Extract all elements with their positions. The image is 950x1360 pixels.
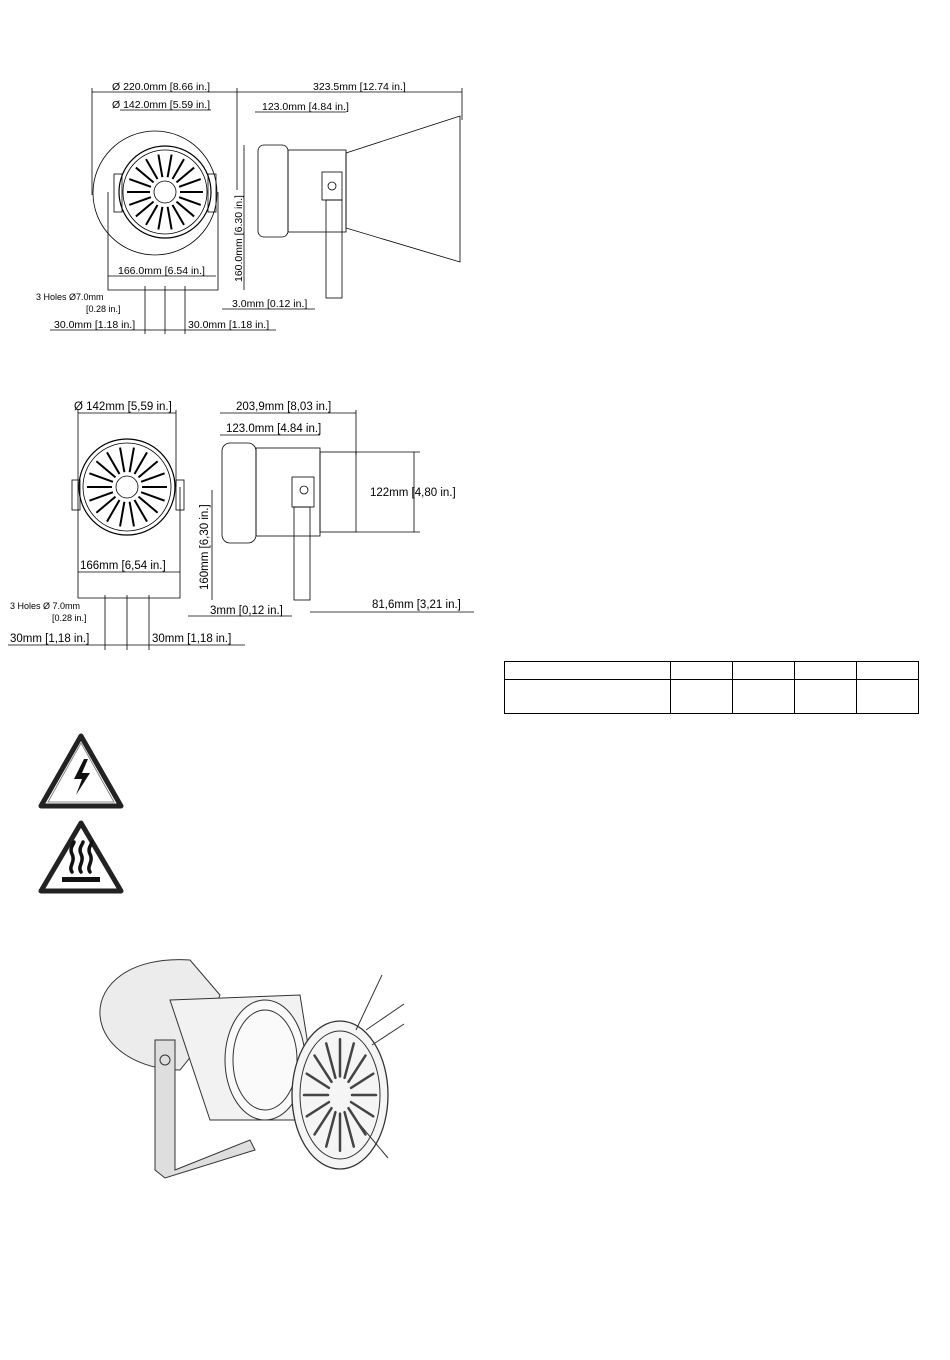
table-cell bbox=[504, 679, 671, 714]
rear-depth-label: 81,6mm [3,21 in.] bbox=[372, 599, 461, 611]
table-cell bbox=[794, 679, 857, 714]
sounder-exploded-view bbox=[99, 959, 405, 1179]
grille-slot bbox=[137, 460, 159, 479]
plate-thickness-label: 3mm [0,12 in.] bbox=[210, 605, 283, 617]
housing-height-label: 122mm [4,80 in.] bbox=[370, 487, 456, 499]
grille-slot bbox=[171, 204, 185, 226]
grille-slot bbox=[157, 154, 164, 178]
grille-slot bbox=[106, 499, 121, 523]
horn-sounder-dimension-drawing: Ø 220.0mm [8.66 in.] Ø 142.0mm [5.59 in.… bbox=[36, 81, 463, 334]
grille-slot bbox=[135, 166, 155, 184]
grille-slot bbox=[343, 1042, 356, 1080]
grille-slot bbox=[313, 1054, 333, 1084]
inner-diameter-label: Ø 142.0mm [5.59 in.] bbox=[112, 99, 210, 111]
table-cell bbox=[732, 679, 795, 714]
grille-slot bbox=[175, 200, 195, 218]
front-grille bbox=[118, 145, 212, 239]
grille-slot bbox=[313, 1106, 333, 1136]
bracket-width-label: 166mm [6,54 in.] bbox=[80, 560, 166, 572]
grille-slot bbox=[89, 491, 114, 502]
grille-slot bbox=[157, 206, 164, 230]
grille-slot bbox=[178, 178, 202, 188]
table-cell bbox=[794, 661, 857, 680]
table-row bbox=[504, 679, 919, 714]
grille-slot bbox=[95, 495, 117, 514]
table-cell bbox=[856, 679, 919, 714]
bracket-width-label: 166.0mm [6.54 in.] bbox=[118, 265, 205, 277]
grille-slot bbox=[128, 196, 152, 206]
grille-slot bbox=[349, 1100, 375, 1118]
height-label: 160mm [6,30 in.] bbox=[199, 504, 211, 590]
overall-length-label: 323.5mm [12.74 in.] bbox=[313, 81, 406, 93]
grille-slot bbox=[145, 158, 159, 180]
table-cell bbox=[856, 661, 919, 680]
grille-slot bbox=[178, 196, 202, 206]
grille-slot bbox=[128, 501, 135, 527]
grille-slot bbox=[305, 1100, 331, 1118]
horn-outer-circle bbox=[92, 130, 218, 256]
overall-length-label: 203,9mm [8,03 in.] bbox=[236, 401, 331, 413]
grille-slot bbox=[128, 178, 152, 188]
hole-spacing-right-label: 30mm [1,18 in.] bbox=[152, 633, 231, 645]
grille-slot bbox=[106, 451, 121, 475]
height-label: 160.0mm [6.30 in.] bbox=[233, 195, 245, 282]
grille-slot bbox=[89, 472, 114, 483]
compact-sounder-dimension-drawing: Ø 142mm [5,59 in.] 203,9mm [8,03 in.] 12… bbox=[8, 401, 474, 650]
grille-slot bbox=[324, 1110, 337, 1148]
grille-slot bbox=[171, 158, 185, 180]
grille-slot bbox=[166, 206, 173, 230]
grille-slot bbox=[145, 204, 159, 226]
grille-slot bbox=[133, 451, 148, 475]
grille-slot bbox=[135, 200, 155, 218]
grille-slot bbox=[119, 501, 126, 527]
hot-surface-warning-icon bbox=[38, 820, 124, 894]
grille-slot bbox=[95, 460, 117, 479]
holes-label-inch: [0.28 in.] bbox=[86, 304, 121, 314]
hole-spacing-right-label: 30.0mm [1.18 in.] bbox=[188, 319, 269, 331]
table-cell bbox=[504, 661, 671, 680]
grille-slot bbox=[133, 499, 148, 523]
grille-slot bbox=[347, 1106, 367, 1136]
table-cell bbox=[670, 679, 733, 714]
grille-slot bbox=[140, 491, 165, 502]
grille-slot bbox=[166, 154, 173, 178]
hole-spacing-left-label: 30.0mm [1.18 in.] bbox=[54, 319, 135, 331]
table-cell bbox=[670, 661, 733, 680]
body-length-label: 123.0mm [4.84 in.] bbox=[226, 423, 321, 435]
high-voltage-warning-icon bbox=[38, 733, 124, 809]
blank-spec-table bbox=[504, 661, 919, 714]
holes-label-inch: [0.28 in.] bbox=[52, 613, 87, 623]
body-length-label: 123.0mm [4.84 in.] bbox=[262, 101, 349, 113]
outer-diameter-label: Ø 220.0mm [8.66 in.] bbox=[112, 81, 210, 93]
grille-slot bbox=[137, 495, 159, 514]
grille-slot bbox=[119, 447, 126, 473]
grille-slot bbox=[347, 1054, 367, 1084]
grille-slot bbox=[305, 1072, 331, 1090]
grille-slot bbox=[140, 472, 165, 483]
grille-slot bbox=[324, 1042, 337, 1080]
grille-slot bbox=[349, 1072, 375, 1090]
plate-thickness-label: 3.0mm [0.12 in.] bbox=[232, 298, 307, 310]
grille-slot bbox=[128, 447, 135, 473]
table-cell bbox=[732, 661, 795, 680]
grille-slot bbox=[175, 166, 195, 184]
table-row bbox=[504, 661, 919, 680]
diameter-label: Ø 142mm [5,59 in.] bbox=[74, 401, 172, 413]
holes-label: 3 Holes Ø 7.0mm bbox=[10, 601, 80, 611]
holes-label: 3 Holes Ø7.0mm bbox=[36, 292, 104, 302]
front-grille bbox=[78, 438, 176, 536]
hole-spacing-left-label: 30mm [1,18 in.] bbox=[10, 633, 89, 645]
grille-slot bbox=[343, 1110, 356, 1148]
